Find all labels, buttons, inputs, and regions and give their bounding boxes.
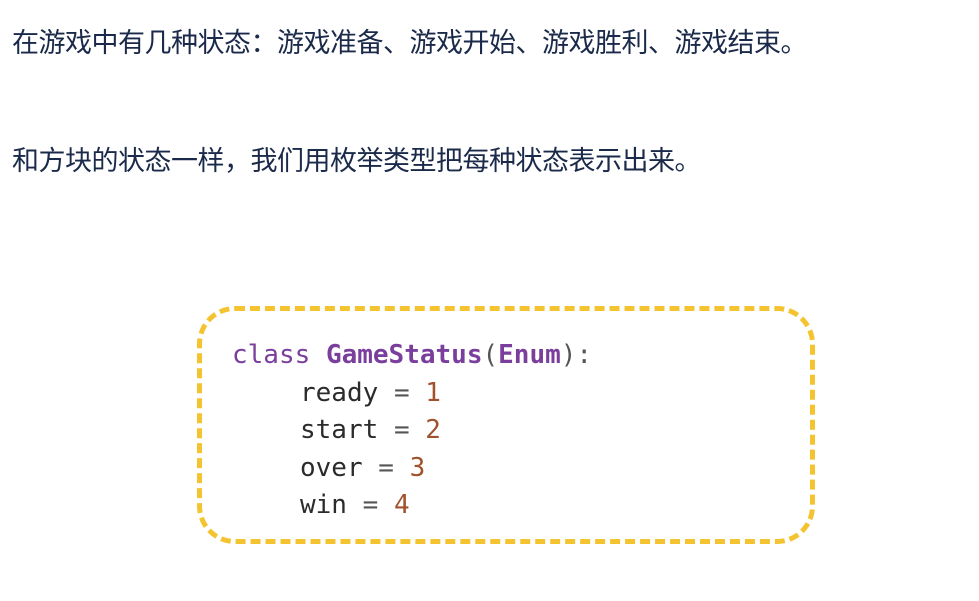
class-keyword: class	[232, 340, 311, 370]
intro-paragraph: 在游戏中有几种状态：游戏准备、游戏开始、游戏胜利、游戏结束。	[12, 28, 808, 59]
class-name: GameStatus	[325, 340, 483, 370]
assign-operator: =	[393, 377, 410, 408]
enum-explanation-paragraph: 和方块的状态一样，我们用枚举类型把每种状态表示出来。	[12, 146, 702, 177]
member-value: 2	[425, 415, 441, 445]
code-line-member: win = 4	[232, 490, 410, 520]
member-value: 3	[409, 452, 426, 483]
code-line-member: over = 3	[232, 453, 425, 483]
close-paren-colon: ):	[560, 340, 593, 370]
member-value: 4	[393, 490, 410, 520]
member-name: over	[300, 452, 363, 483]
member-name: win	[300, 490, 347, 520]
member-name: start	[300, 415, 379, 445]
code-block: class GameStatus(Enum): ready = 1 start …	[232, 337, 592, 525]
code-block-frame: class GameStatus(Enum): ready = 1 start …	[197, 306, 815, 544]
base-class-name: Enum	[498, 340, 561, 370]
member-name: ready	[300, 377, 379, 408]
member-value: 1	[425, 377, 441, 408]
assign-operator: =	[393, 415, 410, 445]
open-paren: (	[482, 340, 499, 370]
code-line-class-def: class GameStatus(Enum):	[232, 340, 592, 370]
code-line-member: ready = 1	[232, 378, 441, 408]
assign-operator: =	[378, 452, 394, 483]
code-line-member: start = 2	[232, 415, 441, 445]
assign-operator: =	[362, 490, 379, 520]
